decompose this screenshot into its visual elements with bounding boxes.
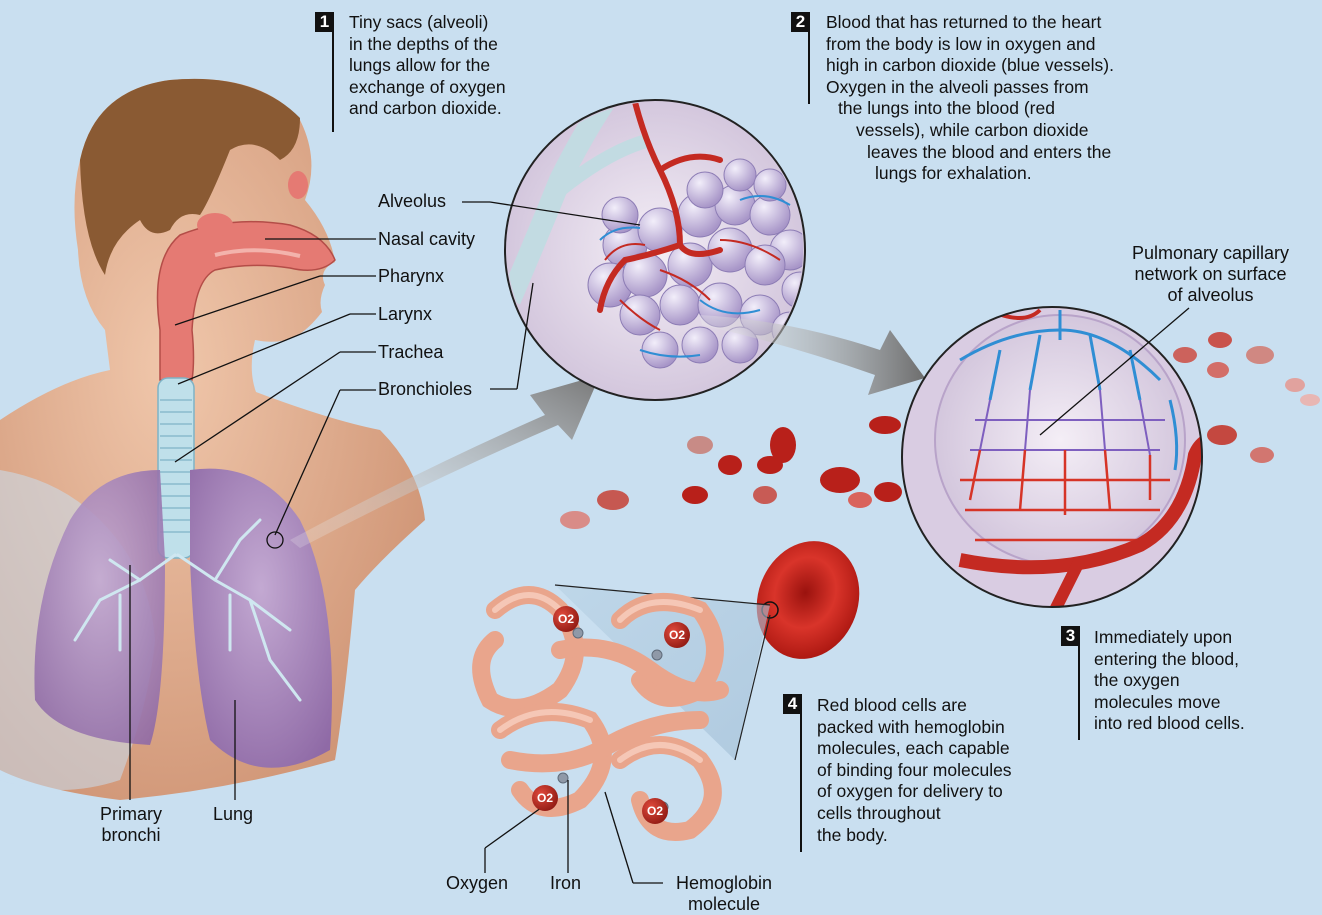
step-2-bar bbox=[808, 32, 810, 104]
step-4-bar bbox=[800, 714, 802, 852]
step-3-bar bbox=[1078, 646, 1080, 740]
label-nasal-cavity: Nasal cavity bbox=[378, 229, 475, 250]
step-2-number: 2 bbox=[791, 12, 810, 32]
o2-molecule-2: O2 bbox=[664, 622, 690, 648]
step-1-number: 1 bbox=[315, 12, 334, 32]
hemoglobin-closeup bbox=[481, 585, 770, 832]
o2-molecule-3: O2 bbox=[532, 785, 558, 811]
label-alveolus: Alveolus bbox=[378, 191, 446, 212]
step-4-number: 4 bbox=[783, 694, 802, 714]
label-iron: Iron bbox=[550, 873, 581, 894]
o2-molecule-4: O2 bbox=[642, 798, 668, 824]
label-larynx: Larynx bbox=[378, 304, 432, 325]
step-3-number: 3 bbox=[1061, 626, 1080, 646]
label-trachea: Trachea bbox=[378, 342, 443, 363]
label-lung: Lung bbox=[213, 804, 253, 825]
trachea-shape bbox=[158, 378, 194, 558]
alveoli-closeup bbox=[505, 80, 818, 400]
label-oxygen: Oxygen bbox=[446, 873, 508, 894]
step-1-bar bbox=[332, 32, 334, 132]
o2-molecule-1: O2 bbox=[553, 606, 579, 632]
label-bronchioles: Bronchioles bbox=[378, 379, 472, 400]
step-2-text: Blood that has returned to the heart fro… bbox=[826, 12, 1206, 185]
label-pharynx: Pharynx bbox=[378, 266, 444, 287]
